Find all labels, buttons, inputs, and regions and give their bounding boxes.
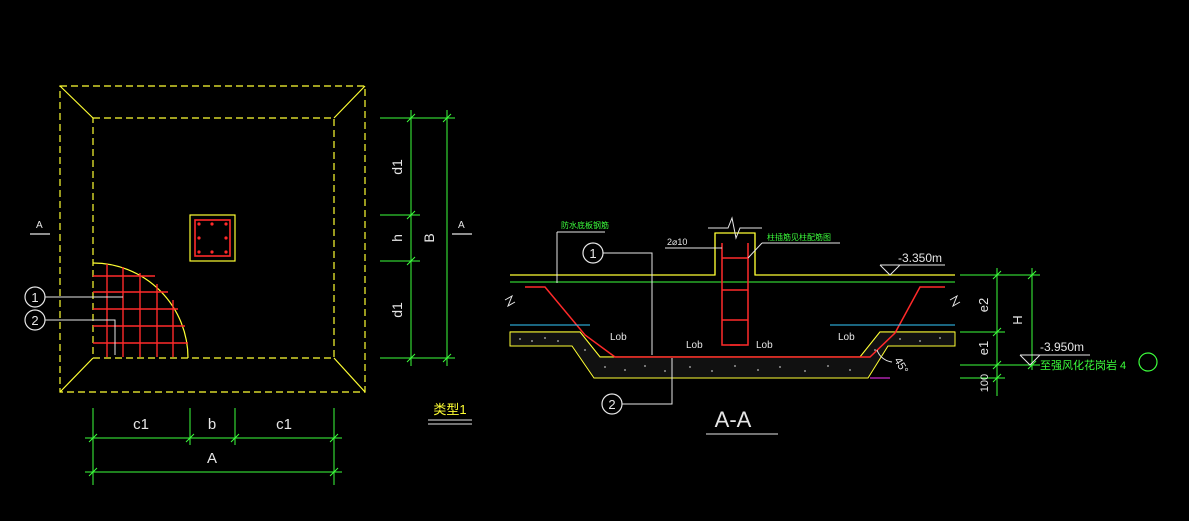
- column-break-mark: [708, 216, 762, 240]
- lob-label-1: Lob: [610, 332, 627, 343]
- section-break-left: [504, 294, 516, 308]
- plan-callout-2: 2: [24, 309, 116, 355]
- section-vertical-dimensions: [960, 268, 1040, 396]
- dim-A: A: [207, 450, 217, 467]
- dim-h: h: [389, 234, 405, 242]
- dim-e1: e1: [976, 341, 991, 355]
- dim-c1-right: c1: [276, 416, 292, 433]
- section-top-surface: [510, 232, 955, 276]
- elevation-top: -3.350m: [898, 251, 942, 265]
- section-callout-2-label: 2: [608, 397, 615, 412]
- section-callout-2: 2: [601, 358, 673, 415]
- note-column-dowel: 柱插筋见柱配筋图: [767, 232, 831, 242]
- plan-callout-2-label: 2: [31, 313, 38, 328]
- type-label: 类型1: [433, 402, 466, 417]
- plan-slope-lines: [59, 85, 366, 393]
- plan-callout-1: 1: [24, 286, 123, 308]
- bedding-hatch: [519, 337, 941, 372]
- angle-label: 45°: [891, 356, 910, 376]
- dim-d1-bottom: d1: [389, 302, 405, 318]
- lob-label-3: Lob: [756, 340, 773, 351]
- rebar-mesh-boundary: [92, 262, 189, 359]
- plan-outer-outline: [59, 85, 366, 393]
- column-bars: [197, 222, 228, 254]
- foundation-plan-view: 1 2 A A c1 b c1 A: [24, 85, 472, 485]
- plan-callout-1-label: 1: [31, 290, 38, 305]
- dim-d1-top: d1: [389, 159, 405, 175]
- section-callout-1-label: 1: [589, 246, 596, 261]
- dim-100: 100: [979, 374, 991, 392]
- plan-horizontal-dimensions: [85, 408, 342, 485]
- column-outline: [189, 214, 236, 262]
- dim-c1-left: c1: [133, 416, 149, 433]
- lob-label-2: Lob: [686, 340, 703, 351]
- bedding-layer: [509, 331, 956, 379]
- elevation-top-marker: -3.350m: [879, 251, 945, 276]
- section-rebar: [525, 243, 945, 358]
- section-mark-right: A: [458, 220, 465, 231]
- column-stirrup: [194, 219, 231, 257]
- plan-vertical-dimensions: [380, 110, 455, 366]
- dim-B: B: [421, 233, 437, 242]
- dim-H: H: [1010, 315, 1025, 324]
- lob-label-4: Lob: [838, 332, 855, 343]
- rebar-mesh: [93, 264, 188, 357]
- section-callout-1: 1: [582, 242, 653, 355]
- dim-b: b: [208, 416, 216, 433]
- plan-inner-outline: [92, 117, 335, 359]
- elevation-bottom-marker: -3.950m: [1019, 340, 1090, 366]
- bedrock-symbol: [1138, 352, 1158, 372]
- note-bedrock: 至强风化花岗岩 4: [1040, 358, 1126, 372]
- elevation-bottom: -3.950m: [1040, 340, 1084, 354]
- section-view: Lob Lob Lob Lob 45° 1 2 防水底板钢筋 2⌀10 柱插筋见…: [504, 216, 1158, 435]
- note-bar-spec: 2⌀10: [667, 237, 687, 247]
- section-title: A-A: [715, 407, 752, 432]
- dim-e2: e2: [976, 298, 991, 312]
- section-break-right: [949, 294, 961, 308]
- section-mark-left: A: [36, 220, 43, 231]
- angle-arc: [876, 349, 893, 363]
- note-waterproof-rebar: 防水底板钢筋: [561, 220, 609, 230]
